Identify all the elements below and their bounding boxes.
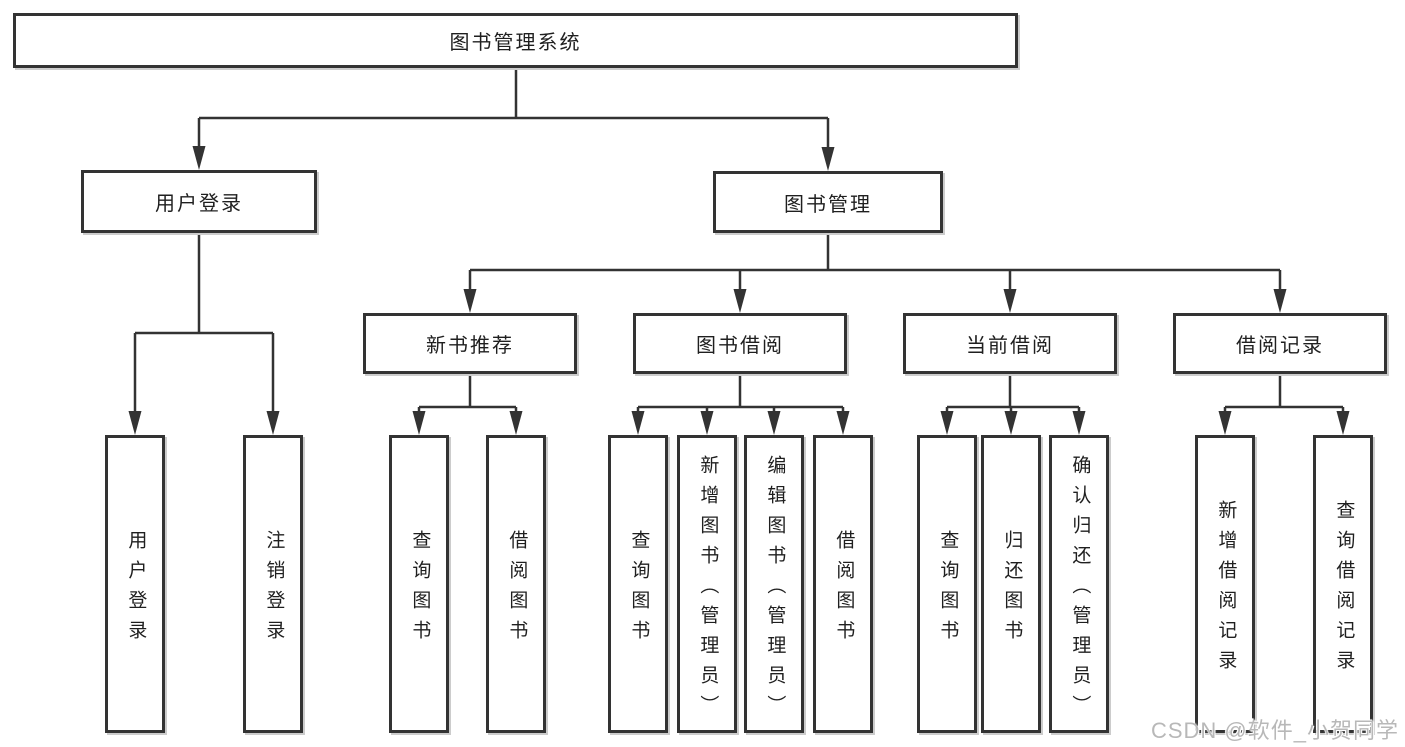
node-leaf-user-login: 用户登录 [105, 435, 165, 733]
connector-paths [133, 68, 1345, 415]
node-book-borrowing: 图书借阅 [633, 313, 847, 374]
node-label: 确认归还（管理员） [1069, 454, 1091, 725]
node-label: 借阅记录 [1236, 335, 1324, 357]
node-label: 查询图书 [628, 529, 650, 650]
node-leaf-edit-book-admin: 编辑图书（管理员） [744, 435, 804, 733]
node-label: 用户登录 [125, 529, 147, 650]
node-leaf-add-book-admin: 新增图书（管理员） [677, 435, 737, 733]
node-label: 用户登录 [155, 193, 243, 215]
node-label: 查询图书 [937, 529, 959, 650]
node-label: 新书推荐 [426, 335, 514, 357]
node-leaf-query-book-current: 查询图书 [917, 435, 977, 733]
node-label: 图书管理系统 [449, 32, 582, 54]
node-new-book-recommend: 新书推荐 [363, 313, 577, 374]
node-label: 注销登录 [263, 529, 285, 650]
node-leaf-confirm-return-admin: 确认归还（管理员） [1049, 435, 1109, 733]
node-leaf-return-book: 归还图书 [981, 435, 1041, 733]
arrowhead-icons [128, 146, 1350, 435]
node-leaf-logout: 注销登录 [243, 435, 303, 733]
node-leaf-add-borrow-record: 新增借阅记录 [1195, 435, 1255, 733]
node-label: 图书借阅 [696, 335, 784, 357]
node-label: 归还图书 [1001, 529, 1023, 650]
node-label: 编辑图书（管理员） [764, 454, 786, 725]
node-label: 当前借阅 [966, 335, 1054, 357]
node-leaf-query-book-borrowing: 查询图书 [608, 435, 668, 733]
node-label: 新增借阅记录 [1215, 499, 1237, 680]
node-label: 图书管理 [784, 193, 872, 216]
node-label: 查询借阅记录 [1333, 499, 1355, 680]
csdn-watermark: CSDN @软件_小贺同学 [1150, 718, 1399, 743]
node-label: 查询图书 [409, 529, 431, 650]
node-label: 借阅图书 [506, 529, 528, 650]
node-leaf-borrow-book: 借阅图书 [813, 435, 873, 733]
node-current-borrowing: 当前借阅 [903, 313, 1117, 374]
node-leaf-query-book-recommend: 查询图书 [389, 435, 449, 733]
node-label: 新增图书（管理员） [697, 454, 719, 725]
node-user-login: 用户登录 [81, 170, 317, 233]
node-library-system: 图书管理系统 [13, 13, 1018, 68]
node-leaf-query-borrow-record: 查询借阅记录 [1313, 435, 1373, 733]
node-leaf-borrow-book-recommend: 借阅图书 [486, 435, 546, 733]
node-borrow-records: 借阅记录 [1173, 313, 1387, 374]
node-label: 借阅图书 [833, 529, 855, 650]
node-book-management: 图书管理 [713, 171, 943, 233]
